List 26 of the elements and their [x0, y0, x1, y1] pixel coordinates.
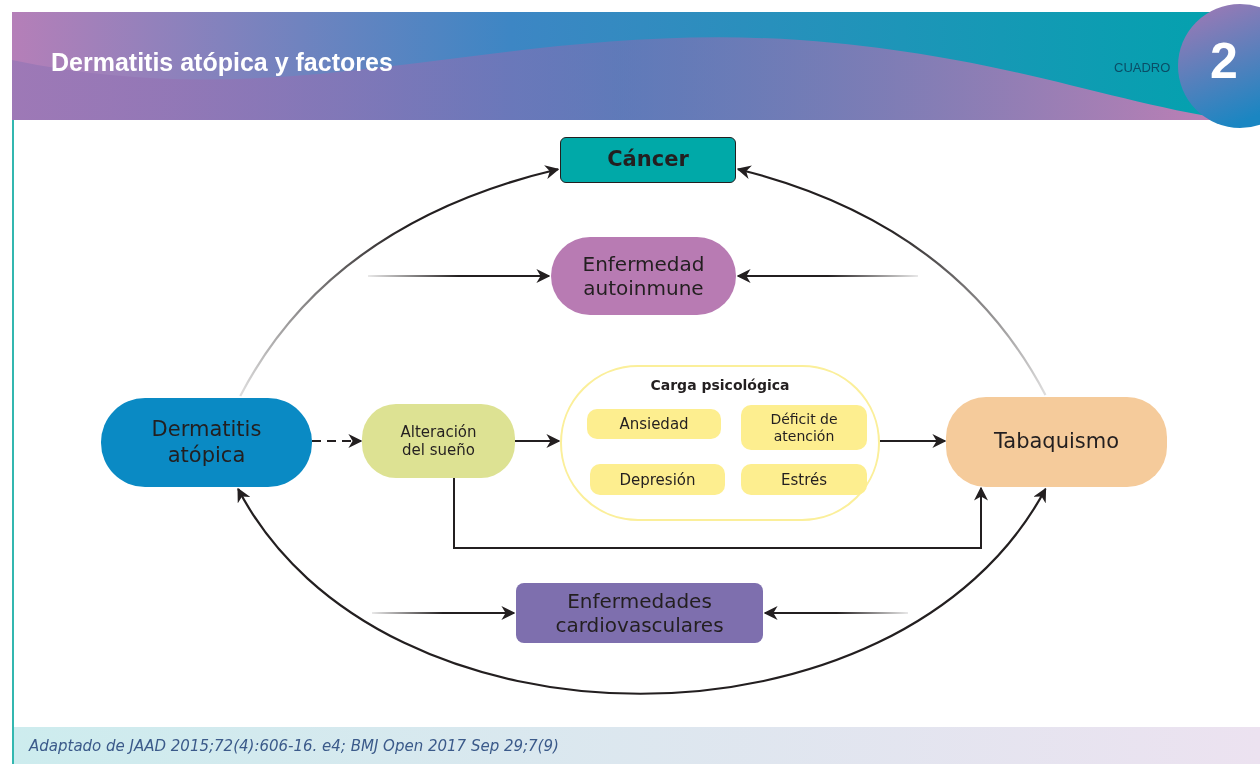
- arrow: [239, 165, 560, 397]
- factor-chip: Ansiedad: [587, 409, 721, 439]
- arrow: [763, 606, 908, 620]
- condition-box: Enfermedades cardiovasculares: [516, 583, 763, 643]
- arrow: [368, 269, 551, 283]
- condition-pill: Enfermedad autoinmune: [551, 237, 736, 315]
- factor-pill: Alteración del sueño: [362, 404, 515, 478]
- arrow: [736, 269, 918, 283]
- factor-chip: Estrés: [741, 464, 867, 495]
- factor-chip: Déficit de atención: [741, 405, 867, 450]
- arrow: [453, 477, 988, 549]
- arrow: [237, 487, 1047, 695]
- condition-pill: Tabaquismo: [946, 397, 1167, 487]
- arrow: [515, 434, 561, 448]
- arrow: [312, 434, 363, 448]
- panel-number: 2: [1210, 36, 1238, 86]
- factor-chip: Depresión: [590, 464, 725, 495]
- arrow: [736, 165, 1047, 396]
- arrow: [372, 606, 516, 620]
- group-container: Carga psicológica Ansiedad Déficit de atención Depresión Estrés: [560, 365, 880, 521]
- title: Dermatitis atópica y factores: [51, 48, 393, 77]
- source-note: Adaptado de JAAD 2015;72(4):606-16. e4; BMJ Open 2017 Sep 29;7(9): [29, 737, 559, 755]
- condition-pill: Dermatitis atópica: [101, 398, 312, 487]
- outcome-box: Cáncer: [560, 137, 736, 183]
- header-label: CUADRO: [1114, 61, 1171, 74]
- arrow: [880, 434, 947, 448]
